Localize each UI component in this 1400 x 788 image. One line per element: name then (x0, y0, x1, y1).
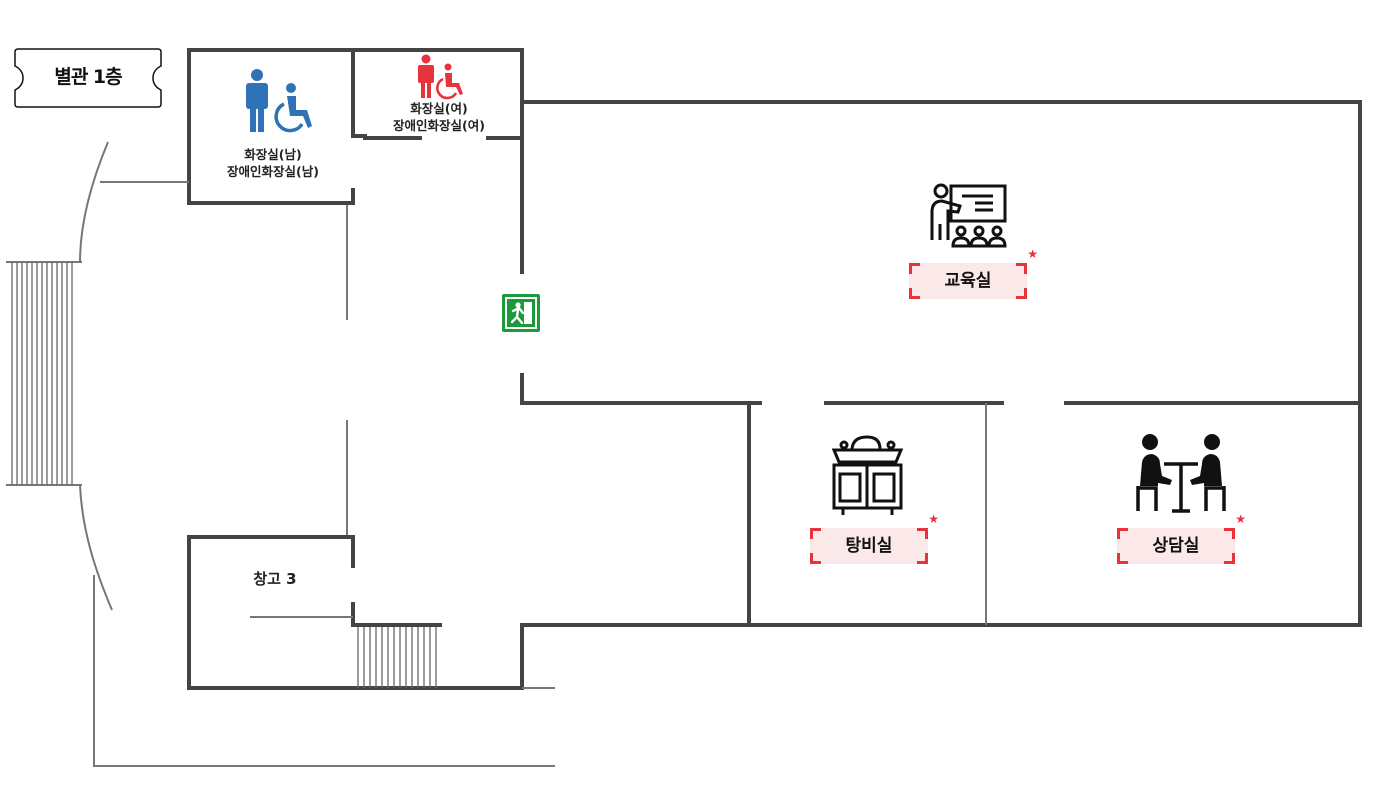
lecture-icon (930, 183, 1007, 248)
floor-label-frame (14, 48, 162, 108)
wall-top-restroom (187, 48, 524, 274)
stairs-storage (357, 627, 437, 688)
storage-label: 창고 3 (253, 570, 297, 588)
pantry-room-label: 탕비실 (845, 536, 893, 556)
men-restroom-name: 화장실(남) (244, 147, 302, 162)
men-accessible-restroom-icon (246, 69, 312, 133)
walls (187, 48, 1362, 690)
counseling-icon (1136, 434, 1226, 513)
wall-men-restroom (187, 48, 355, 205)
wall-divider-restroom (351, 48, 367, 138)
sink-icon (831, 435, 904, 515)
stairs-left (11, 262, 73, 485)
women-accessible-restroom-icon (418, 54, 463, 100)
wall-storage (187, 535, 355, 568)
wall-main-outline (520, 100, 1362, 690)
women-restroom-name: 화장실(여) (410, 101, 468, 116)
floor-label-tag: 별관 1층 (14, 48, 162, 108)
counseling-room-label: 상담실 (1152, 536, 1200, 556)
emergency-exit-icon (502, 294, 540, 332)
education-room-label: 교육실 (944, 271, 992, 291)
men-accessible-restroom-name: 장애인화장실(남) (227, 164, 319, 179)
women-accessible-restroom-name: 장애인화장실(여) (393, 118, 485, 133)
room-tag-pantry: ★ 탕비실 (810, 513, 939, 564)
men-restroom-label: 화장실(남) 장애인화장실(남) (213, 146, 333, 180)
thin-lines (6, 141, 987, 767)
star-marker-icon: ★ (1235, 512, 1246, 526)
floor-label: 별관 1층 (54, 66, 122, 88)
star-marker-icon: ★ (1027, 247, 1038, 261)
women-restroom-label: 화장실(여) 장애인화장실(여) (379, 100, 499, 134)
room-tag-education: ★ 교육실 (909, 248, 1038, 299)
star-marker-icon: ★ (928, 512, 939, 526)
room-tag-counseling: ★ 상담실 (1117, 513, 1246, 564)
